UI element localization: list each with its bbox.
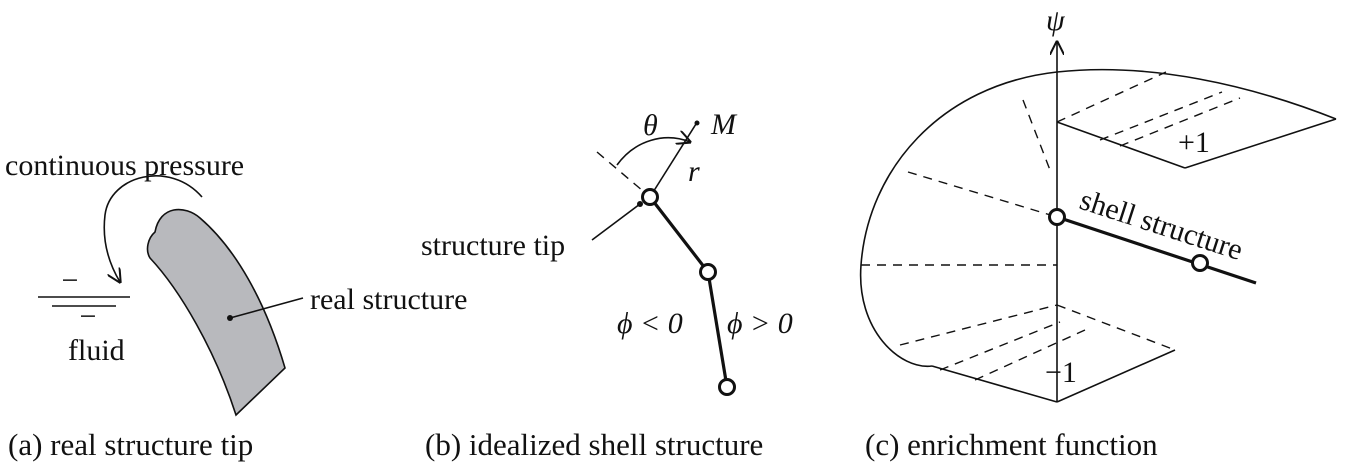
caption-c: (c) enrichment function — [865, 427, 1158, 462]
m-label: M — [710, 108, 738, 141]
shell-structure-line — [1056, 215, 1257, 285]
caption-a: (a) real structure tip — [8, 427, 253, 462]
phi-negative-label: ϕ < 0 — [617, 307, 683, 340]
fluid-label: fluid — [68, 334, 125, 367]
panel-c: ψ +1 −1 shell structure (c) enrich — [859, 4, 1337, 462]
node-end — [718, 378, 736, 396]
psi-label: ψ — [1046, 4, 1066, 37]
shell-node-second — [1191, 254, 1209, 272]
shell-node-tip — [1048, 208, 1066, 226]
real-structure-leader — [229, 297, 304, 319]
shell-segments — [648, 196, 729, 388]
plus-one-label: +1 — [1178, 126, 1210, 159]
enrichment-dashed-mesh — [861, 71, 1241, 381]
lower-plateau-front-edge — [931, 365, 1058, 403]
tip-tangent-dashed — [596, 151, 651, 198]
theta-arc — [616, 138, 690, 166]
fluid-minus-bottom: − — [80, 300, 97, 333]
panel-a: continuous pressure − − fluid real struc… — [5, 149, 467, 462]
panel-b: θ M r structure tip ϕ < 0 ϕ > 0 (b) idea… — [421, 108, 793, 462]
continuous-pressure-label: continuous pressure — [5, 149, 244, 182]
minus-one-label: −1 — [1045, 356, 1077, 389]
upper-plateau-right-edge — [1184, 118, 1337, 169]
enrichment-outer-boundary — [859, 68, 1337, 367]
point-m — [694, 120, 700, 126]
node-middle — [699, 263, 717, 281]
phi-positive-label: ϕ > 0 — [727, 307, 793, 340]
fluid-minus-top: − — [62, 264, 79, 297]
r-label: r — [688, 155, 700, 188]
structure-tip-leader — [591, 203, 641, 241]
structure-tip-dot — [637, 201, 643, 207]
pressure-arrow — [103, 175, 203, 282]
fluid-surface-symbol — [38, 296, 130, 307]
node-tip — [641, 188, 659, 206]
real-structure-label: real structure — [310, 283, 467, 316]
structure-tip-label: structure tip — [421, 229, 565, 262]
theta-label: θ — [643, 109, 658, 142]
real-structure-dot — [227, 315, 233, 321]
caption-b: (b) idealized shell structure — [425, 427, 763, 462]
real-structure-body — [146, 208, 286, 417]
shell-structure-label: shell structure — [1076, 183, 1247, 267]
lower-plateau-right-edge — [1056, 349, 1176, 403]
